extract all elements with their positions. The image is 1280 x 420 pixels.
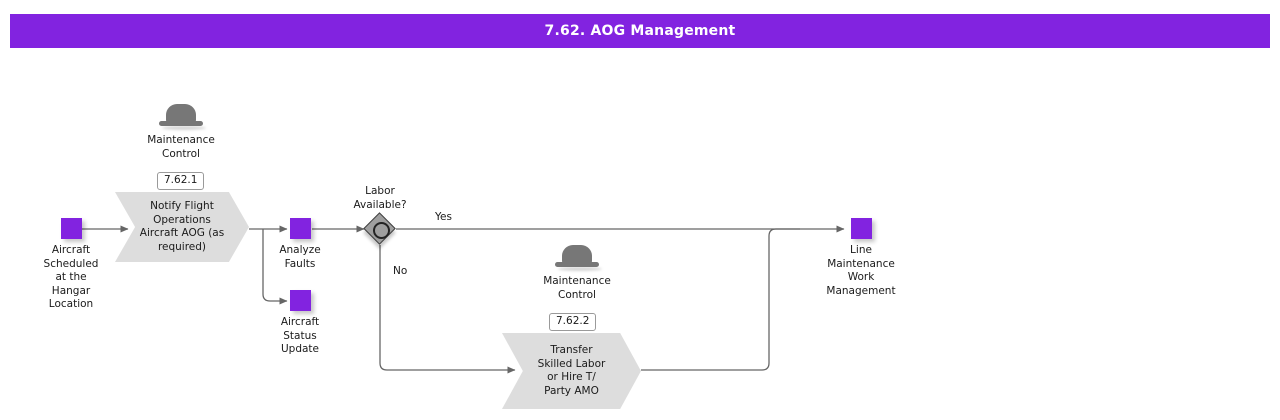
event-square xyxy=(61,218,82,239)
page-title: 7.62. AOG Management xyxy=(544,23,736,39)
bowler-hat-icon xyxy=(158,104,206,132)
bowler-hat-icon xyxy=(554,245,602,273)
role-label: Maintenance Control xyxy=(543,275,611,301)
event-square xyxy=(851,218,872,239)
gateway-labor-available[interactable] xyxy=(363,212,396,245)
chevron-shape xyxy=(502,333,641,409)
activity-label: Notify Flight Operations Aircraft AOG (a… xyxy=(139,200,225,253)
edge-act2-to-end xyxy=(641,228,800,371)
edge-gateway-no-to-act2 xyxy=(379,245,516,374)
activity-notify-flight-operations[interactable]: Notify Flight Operations Aircraft AOG (a… xyxy=(115,192,249,262)
step-number-badge-2: 7.62.2 xyxy=(549,313,597,331)
event-aircraft-status-update-label: Aircraft Status Update xyxy=(280,316,320,355)
edge-label-no: No xyxy=(393,265,408,277)
role-maintenance-control-bottom: Maintenance Control xyxy=(541,245,613,302)
edge-label-yes: Yes xyxy=(435,211,452,223)
step-number-badge-1: 7.62.1 xyxy=(157,172,205,190)
gateway-circle-icon xyxy=(373,222,390,239)
role-maintenance-control-top: Maintenance Control xyxy=(145,104,217,161)
event-aircraft-scheduled-label: Aircraft Scheduled at the Hangar Locatio… xyxy=(43,244,99,310)
event-analyze-faults-label: Analyze Faults xyxy=(279,244,321,270)
event-square xyxy=(290,218,311,239)
event-line-maintenance-label: Line Maintenance Work Management xyxy=(826,244,896,297)
activity-transfer-skilled-labor[interactable]: Transfer Skilled Labor or Hire T/ Party … xyxy=(502,333,641,409)
page-title-bar: 7.62. AOG Management xyxy=(10,14,1270,48)
chevron-shape xyxy=(115,192,249,262)
gateway-labor-available-label: Labor Available? xyxy=(353,185,407,211)
role-label: Maintenance Control xyxy=(147,134,215,160)
activity-label: Transfer Skilled Labor or Hire T/ Party … xyxy=(537,344,606,397)
event-square xyxy=(290,290,311,311)
